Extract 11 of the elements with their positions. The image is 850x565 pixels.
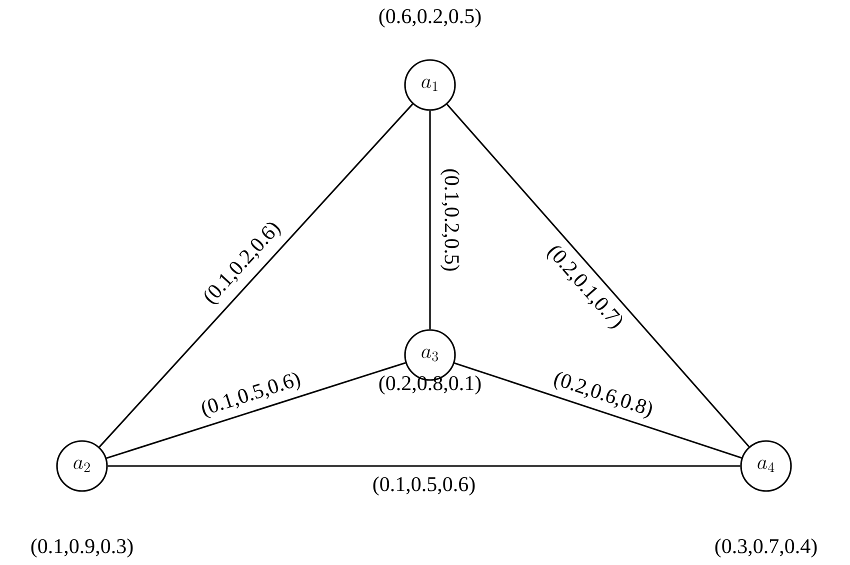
node-value: (0.3,0.7,0.4) xyxy=(715,538,817,558)
node-value: (0.6,0.2,0.5) xyxy=(379,8,481,28)
edge-line xyxy=(106,362,406,459)
edge-line xyxy=(429,110,431,330)
edge-line xyxy=(454,362,742,459)
node-value: (0.1,0.9,0.3) xyxy=(31,538,133,558)
edge-line xyxy=(446,104,750,448)
edge-line xyxy=(108,465,740,467)
edge-label: (0.1,0.2,0.5) xyxy=(440,169,460,271)
edge-label: (0.1,0.5,0.6) xyxy=(373,476,475,496)
edge-line xyxy=(98,104,414,448)
